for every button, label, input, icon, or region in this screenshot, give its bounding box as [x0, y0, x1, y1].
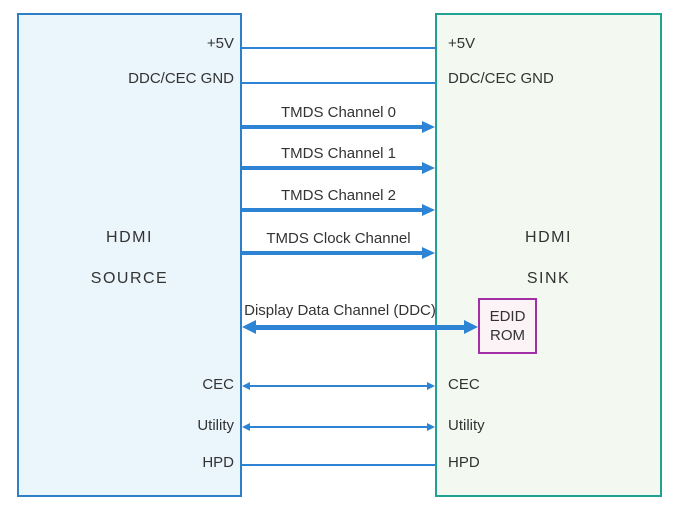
arrow-shaft	[248, 426, 429, 428]
sink-title: HDMI	[525, 229, 572, 246]
tmds-channel0-arrow	[242, 121, 435, 133]
arrowhead-left-icon	[242, 382, 250, 390]
tmds-clock-arrow	[242, 247, 435, 259]
tmds-channel2-label: TMDS Channel 2	[280, 187, 397, 204]
arrowhead-right-icon	[422, 162, 435, 174]
arrowhead-right-icon	[464, 320, 478, 334]
arrow-shaft	[242, 166, 424, 170]
source-title: HDMI	[106, 229, 153, 246]
sink-role-title: SINK	[526, 270, 571, 287]
source-port-utility: Utility	[197, 417, 234, 434]
sink-port-gnd: DDC/CEC GND	[448, 70, 554, 87]
source-port-gnd: DDC/CEC GND	[128, 70, 234, 87]
tmds-channel0-label: TMDS Channel 0	[280, 104, 397, 121]
tmds-clock-label: TMDS Clock Channel	[266, 230, 411, 247]
arrow-shaft	[242, 251, 424, 255]
tmds-channel2-arrow	[242, 204, 435, 216]
wire-5v	[242, 47, 435, 49]
arrowhead-right-icon	[427, 382, 435, 390]
arrow-shaft	[242, 208, 424, 212]
arrowhead-right-icon	[422, 204, 435, 216]
sink-port-utility: Utility	[448, 417, 485, 434]
sink-port-hpd: HPD	[448, 454, 480, 471]
edid-rom-label-line1: EDID	[489, 308, 526, 325]
ddc-label: Display Data Channel (DDC)	[244, 302, 436, 319]
edid-rom-label-line2: ROM	[490, 327, 525, 344]
source-port-hpd: HPD	[202, 454, 234, 471]
cec-double-arrow	[242, 382, 435, 390]
tmds-channel1-label: TMDS Channel 1	[280, 145, 397, 162]
arrowhead-right-icon	[422, 121, 435, 133]
source-port-5v: +5V	[206, 35, 234, 52]
edid-rom-box: EDID ROM	[478, 298, 537, 354]
sink-port-5v: +5V	[448, 35, 476, 52]
wire-gnd	[242, 82, 435, 84]
arrow-shaft	[248, 385, 429, 387]
source-role-title: SOURCE	[90, 270, 169, 287]
wire-hpd	[242, 464, 435, 466]
arrowhead-left-icon	[242, 423, 250, 431]
tmds-channel1-arrow	[242, 162, 435, 174]
ddc-double-arrow	[242, 320, 478, 334]
source-port-cec: CEC	[202, 376, 234, 393]
arrowhead-right-icon	[427, 423, 435, 431]
arrow-shaft	[242, 125, 424, 129]
utility-double-arrow	[242, 423, 435, 431]
arrowhead-right-icon	[422, 247, 435, 259]
hdmi-sink-box: HDMI SINK	[435, 13, 662, 497]
arrow-shaft	[254, 324, 466, 330]
sink-port-cec: CEC	[448, 376, 480, 393]
hdmi-source-box: HDMI SOURCE	[17, 13, 242, 497]
arrowhead-left-icon	[242, 320, 256, 334]
